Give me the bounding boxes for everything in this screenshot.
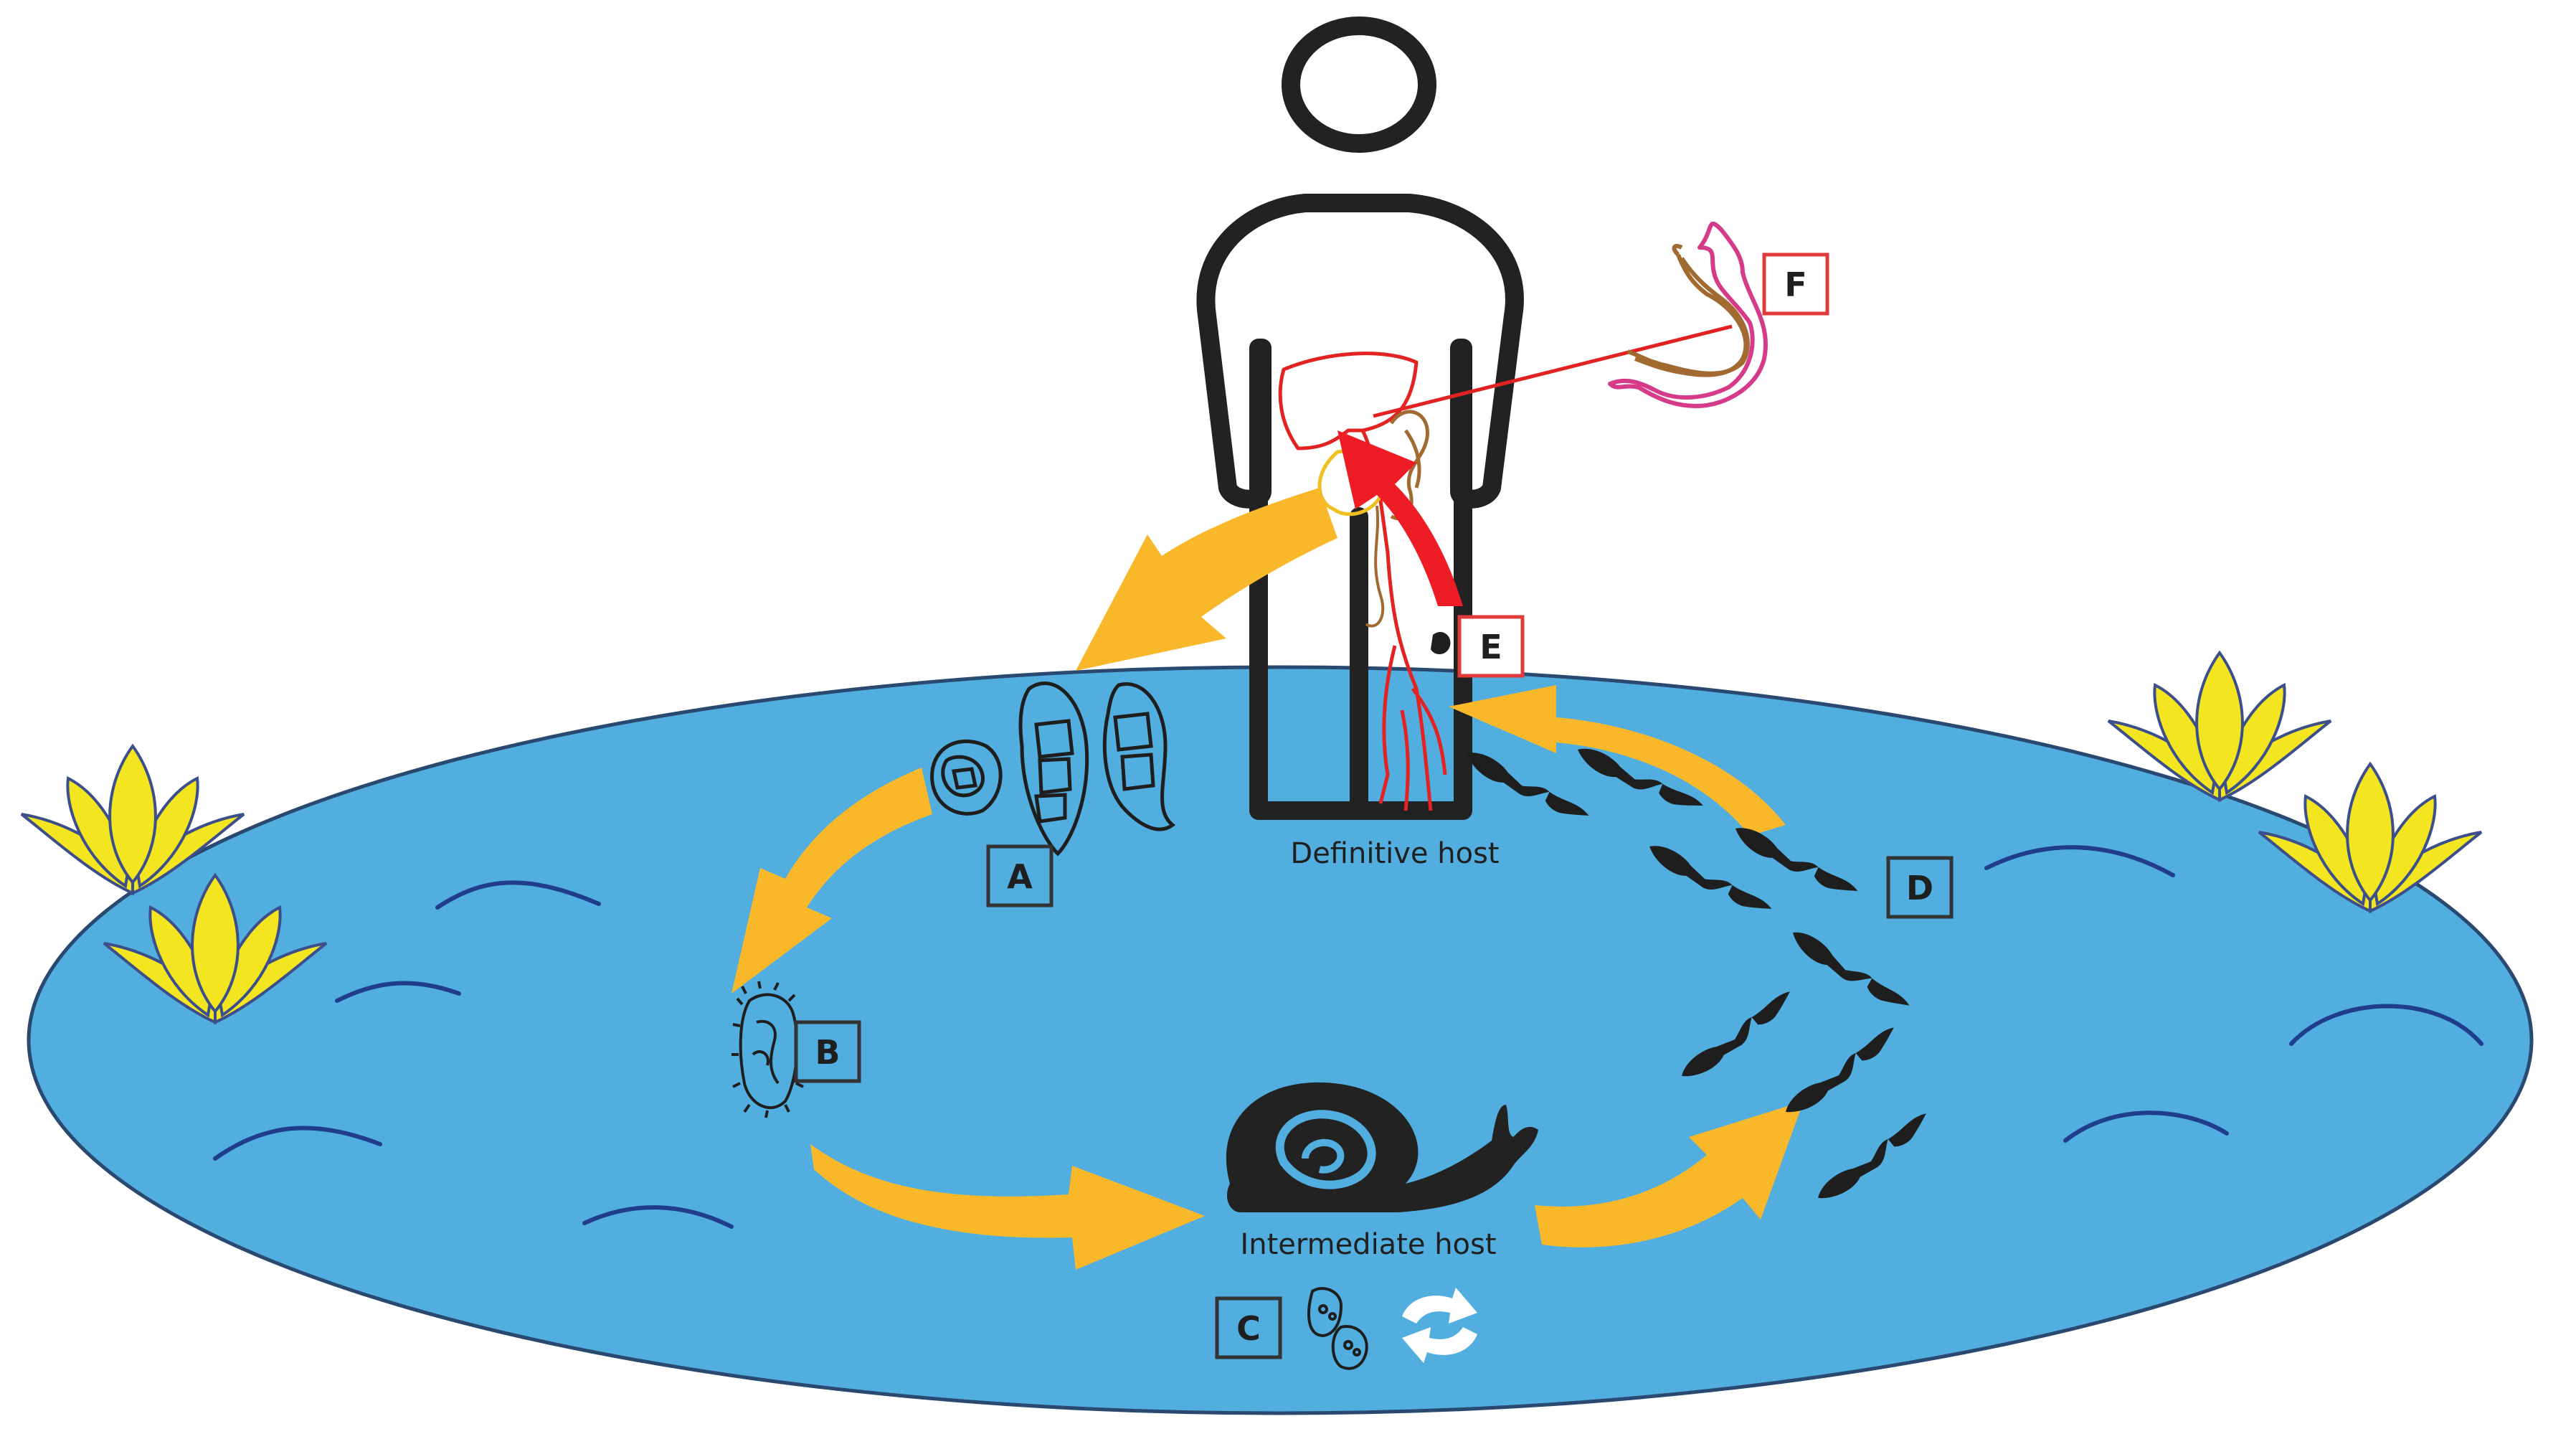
snail-icon [1226,1082,1538,1212]
cycle-arrows-icon [1402,1288,1477,1363]
svg-text:D: D [1906,869,1933,907]
rediae-icon [1307,1287,1368,1370]
stage-f-label: F [1762,253,1829,316]
svg-text:C: C [1236,1309,1261,1348]
cycle-arrows [731,488,1804,1270]
stage-a-label: A [986,844,1053,907]
water-ripples [213,845,2483,1229]
stomach-outline [1365,505,1385,628]
stage-e-label: E [1457,615,1525,678]
intermediate-host-caption: Intermediate host [1240,1228,1496,1261]
pointer-line [1373,324,1733,418]
arrow-to-snail [810,1144,1205,1270]
egg-icon [930,681,1176,857]
svg-text:A: A [1007,857,1033,896]
adult-fluke-icon [1608,221,1768,408]
legs-divider [1352,516,1366,811]
arrow-to-host [1449,685,1786,836]
stage-d-label: D [1886,856,1954,919]
infection-arrow [1337,430,1463,606]
stage-b-label: B [794,1020,861,1083]
arrow-to-eggs [1076,488,1337,671]
pond [27,665,2534,1415]
arrow-to-miracidium [731,768,932,994]
definitive-host-caption: Definitive host [1290,837,1499,870]
svg-text:B: B [815,1033,840,1072]
stage-c-label: C [1215,1296,1282,1359]
svg-text:E: E [1479,628,1502,666]
arrow-to-cercariae [1535,1101,1804,1247]
cyst-icon [1431,631,1451,654]
svg-text:F: F [1784,265,1806,304]
